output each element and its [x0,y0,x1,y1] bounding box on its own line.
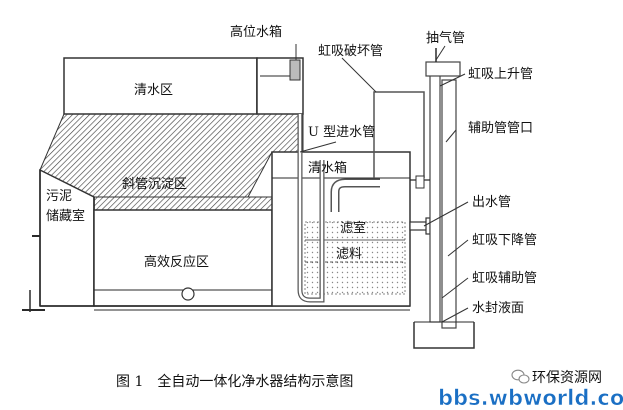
figure-caption: 图 1 全自动一体化净水器结构示意图 [116,373,353,390]
water-seal-basin [413,322,475,349]
label-high-tank: 高位水箱 [230,24,282,40]
label-aux-port: 辅助管管口 [468,121,533,136]
label-filter-room: 滤室 [340,220,366,236]
watermark-url: bbs.wbworld.com [438,386,623,410]
watermark: 环保资源网 bbs.wbworld.com [438,369,623,410]
label-siphon-down: 虹吸下降管 [472,233,537,248]
high-tank [256,57,304,115]
label-siphon-break: 虹吸破坏管 [318,44,383,59]
label-inclined: 斜管沉淀区 [122,177,187,192]
outlet-pipe [409,221,429,231]
label-filter-media: 滤料 [336,247,362,262]
label-reaction: 高效反应区 [144,254,209,270]
label-clear-zone: 清水区 [134,83,173,98]
wechat-icon [511,369,530,384]
label-sludge-2: 储藏室 [46,208,85,224]
label-siphon-aux: 虹吸辅助管 [472,271,537,286]
siphon-riser [429,71,441,323]
label-seal-level: 水封液面 [472,301,524,316]
label-exhaust-pipe: 抽气管 [426,30,465,46]
reaction-zone-port [181,287,195,301]
label-sludge-1: 污泥 [46,189,72,204]
watermark-brand: 环保资源网 [532,370,602,386]
siphon-downcomer [441,79,457,329]
clear-water-zone [63,57,258,115]
label-clear-tank: 清水箱 [308,160,347,176]
leader-lines [295,44,469,323]
label-siphon-up: 虹吸上升管 [468,67,533,82]
label-outlet: 出水管 [472,195,511,210]
label-u-inlet: U 型进水管 [308,125,375,140]
siphon-break-pipe [373,91,425,178]
